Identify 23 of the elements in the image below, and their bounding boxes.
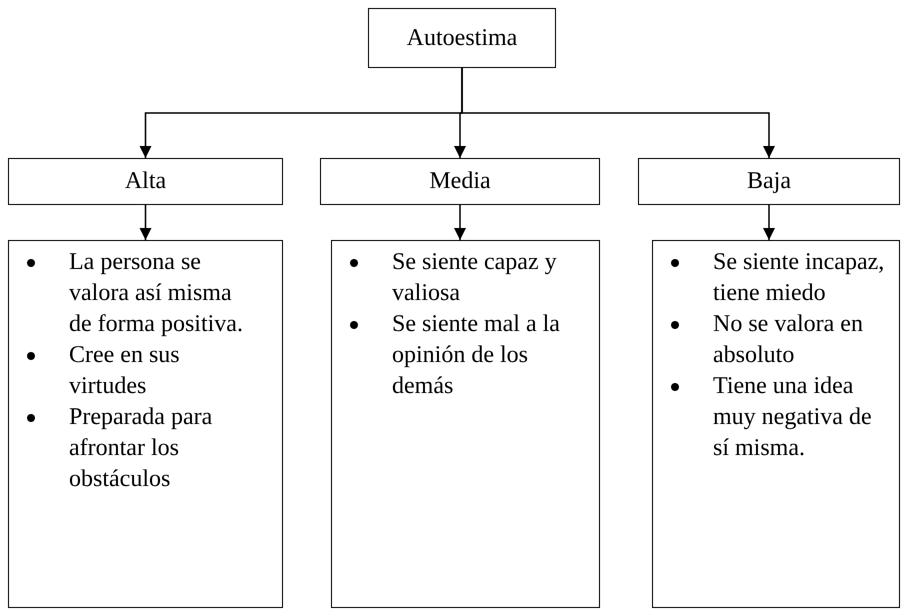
box-label: Alta <box>124 168 166 195</box>
list-box <box>652 240 900 608</box>
bullet-text: Se siente incapaz, tiene miedo <box>713 248 886 308</box>
bullet-text: Se siente mal a la opinión de los demás <box>392 310 561 401</box>
text-box <box>638 158 900 205</box>
bullet-text: Preparada para afrontar los obstáculos <box>69 403 214 494</box>
bullet-text: Se siente capaz y valiosa <box>392 248 558 308</box>
bullet-text: No se valora en absoluto <box>713 310 864 370</box>
text-box <box>320 158 600 205</box>
text-box <box>368 8 556 68</box>
list-box <box>8 240 283 608</box>
arrow <box>461 68 775 158</box>
arrow <box>140 205 152 240</box>
box-label: Media <box>429 168 491 195</box>
bullet-text: Tiene una idea muy negativa de sí misma. <box>713 372 873 463</box>
arrow <box>454 205 466 240</box>
box-label: Baja <box>747 168 791 195</box>
text-box <box>8 158 283 205</box>
bullet-text: La persona se valora así misma de forma positiva. <box>69 248 243 339</box>
box-label: Autoestima <box>406 24 518 52</box>
arrow <box>763 205 775 240</box>
list-box <box>331 240 600 608</box>
bullet-text: Cree en sus virtudes <box>69 341 181 401</box>
